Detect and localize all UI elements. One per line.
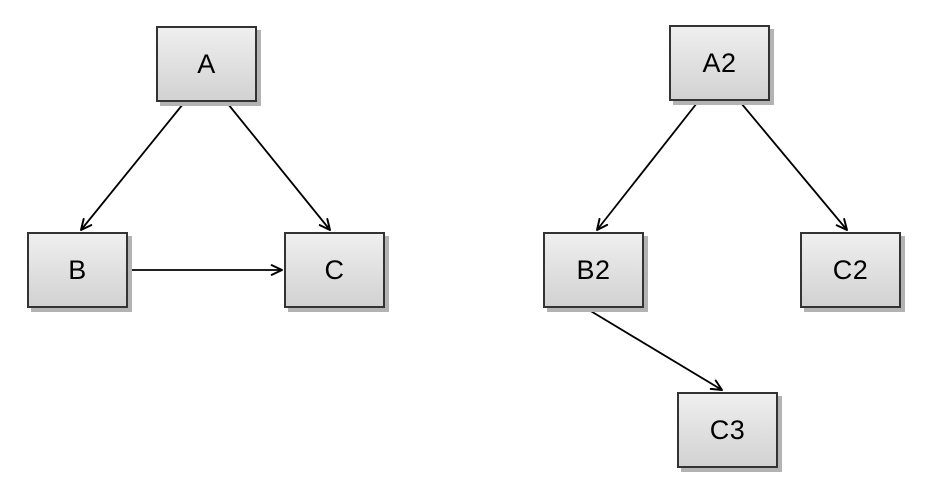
node-c2[interactable]: C2 <box>800 232 901 308</box>
edge-a2-to-c2[interactable] <box>740 102 848 231</box>
node-a-label: A <box>197 48 216 79</box>
node-b2[interactable]: B2 <box>543 232 644 308</box>
node-b-label: B <box>68 254 87 285</box>
node-c3[interactable]: C3 <box>677 392 778 468</box>
node-a[interactable]: A <box>156 26 257 102</box>
edge-a-to-b[interactable] <box>80 103 184 231</box>
edge-b2-to-c3[interactable] <box>588 309 723 391</box>
node-b2-label: B2 <box>576 254 611 285</box>
node-c3-label: C3 <box>709 414 746 445</box>
node-c[interactable]: C <box>284 232 385 308</box>
node-c-label: C <box>324 254 345 285</box>
node-a2-label: A2 <box>702 47 737 78</box>
node-c2-label: C2 <box>832 254 869 285</box>
node-b[interactable]: B <box>27 232 128 308</box>
edge-a2-to-b2[interactable] <box>596 102 698 231</box>
node-a2[interactable]: A2 <box>669 25 770 101</box>
edge-a-to-c[interactable] <box>227 103 331 231</box>
